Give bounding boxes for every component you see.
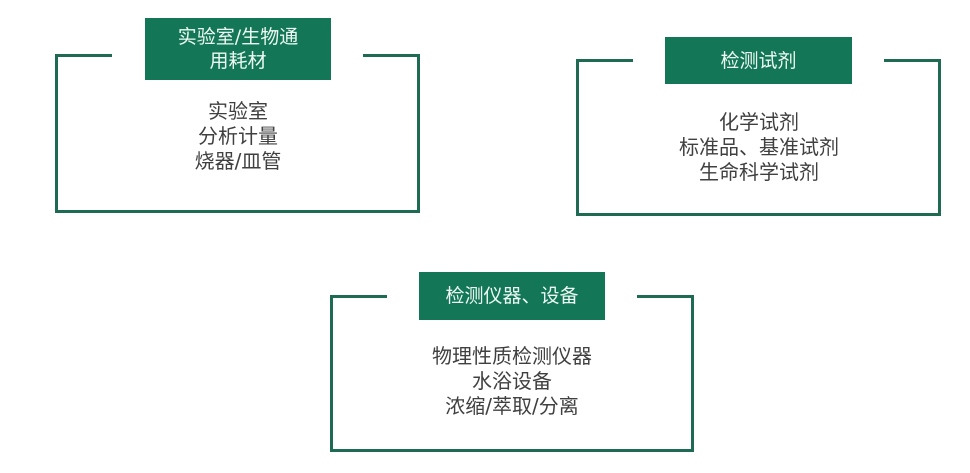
- frame-top-left: [55, 54, 112, 57]
- list-item: 水浴设备: [472, 369, 552, 393]
- frame-right: [938, 59, 941, 216]
- list-item: 化学试剂: [719, 110, 799, 134]
- frame-left: [55, 54, 58, 213]
- frame-right: [417, 54, 420, 213]
- category-items-instruments: 物理性质检测仪器 水浴设备 浓缩/萃取/分离: [333, 344, 691, 419]
- title-line: 用耗材: [209, 50, 267, 72]
- list-item: 烧器/皿管: [194, 149, 282, 173]
- frame-left: [576, 59, 579, 216]
- list-item: 浓缩/萃取/分离: [445, 394, 579, 418]
- frame-bottom: [330, 449, 694, 452]
- category-items-lab-consumables: 实验室 分析计量 烧器/皿管: [58, 99, 418, 174]
- category-items-reagents: 化学试剂 标准品、基准试剂 生命科学试剂: [579, 110, 939, 185]
- list-item: 生命科学试剂: [699, 160, 819, 184]
- category-title-instruments: 检测仪器、设备: [419, 272, 605, 320]
- list-item: 标准品、基准试剂: [679, 135, 839, 159]
- frame-bottom: [55, 210, 420, 213]
- frame-left: [330, 295, 333, 452]
- frame-bottom: [576, 213, 941, 216]
- category-title-reagents: 检测试剂: [665, 37, 852, 84]
- list-item: 物理性质检测仪器: [432, 344, 592, 368]
- title-line: 实验室/生物通: [177, 26, 299, 48]
- frame-top-right: [637, 295, 694, 298]
- list-item: 实验室: [208, 99, 268, 123]
- frame-top-right: [884, 59, 941, 62]
- category-title-lab-consumables: 实验室/生物通 用耗材: [145, 18, 331, 80]
- frame-top-left: [576, 59, 633, 62]
- title-line: 检测试剂: [720, 49, 797, 72]
- list-item: 分析计量: [198, 124, 278, 148]
- frame-top-right: [363, 54, 420, 57]
- title-line: 检测仪器、设备: [445, 285, 579, 307]
- frame-top-left: [330, 295, 387, 298]
- frame-right: [691, 295, 694, 452]
